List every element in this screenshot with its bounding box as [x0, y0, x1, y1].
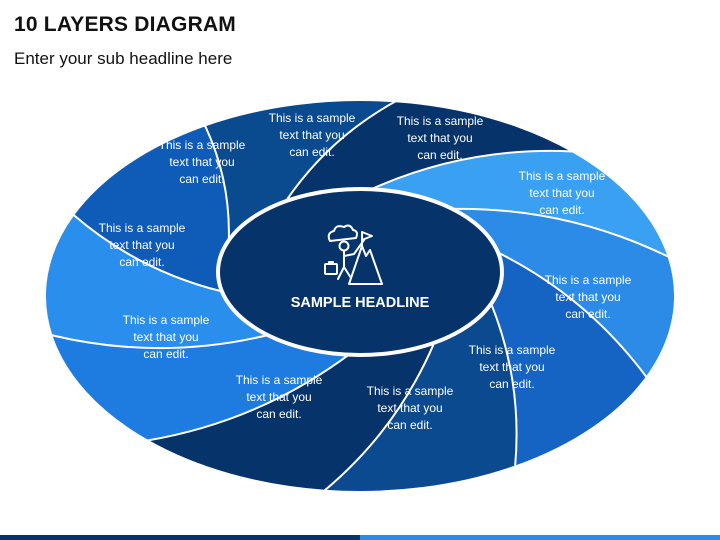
layer-label-line: text that you — [169, 155, 234, 169]
layer-label-line: text that you — [407, 131, 472, 145]
layer-label-6: This is a sample text that you can edit. — [469, 343, 556, 391]
layer-label-line: can edit. — [565, 307, 610, 321]
layer-label-line: can edit. — [539, 203, 584, 217]
layer-label-line: This is a sample — [159, 138, 246, 152]
layer-label-line: This is a sample — [367, 384, 454, 398]
layer-label-line: can edit. — [289, 145, 334, 159]
page-subtitle: Enter your sub headline here — [14, 49, 233, 68]
center-headline: SAMPLE HEADLINE — [291, 295, 430, 311]
layer-label-line: can edit. — [179, 172, 224, 186]
layer-label-line: This is a sample — [123, 313, 210, 327]
layer-label-line: This is a sample — [397, 114, 484, 128]
layer-label-line: This is a sample — [99, 221, 186, 235]
layer-label-line: can edit. — [143, 347, 188, 361]
layer-label-line: This is a sample — [236, 373, 323, 387]
layer-label-line: can edit. — [119, 255, 164, 269]
layer-label-line: text that you — [246, 390, 311, 404]
page-title: 10 LAYERS DIAGRAM — [14, 13, 237, 36]
layer-label-9: This is a sample text that you can edit. — [123, 313, 210, 361]
layer-label-line: can edit. — [489, 377, 534, 391]
layer-label-10: This is a sample text that you can edit. — [99, 221, 186, 269]
layer-label-line: This is a sample — [545, 273, 632, 287]
bottom-accent-bar — [0, 535, 720, 540]
layer-label-line: text that you — [479, 360, 544, 374]
layer-label-line: text that you — [529, 186, 594, 200]
mountain-climber-flag-icon — [324, 224, 383, 285]
diagram-center: SAMPLE HEADLINE — [216, 187, 504, 357]
layer-label-5: This is a sample text that you can edit. — [545, 273, 632, 321]
layer-label-line: This is a sample — [269, 111, 356, 125]
layer-label-line: This is a sample — [519, 169, 606, 183]
layer-label-line: can edit. — [417, 148, 462, 162]
layer-label-line: text that you — [377, 401, 442, 415]
center-ellipse — [216, 187, 504, 357]
layer-label-2: This is a sample text that you can edit. — [269, 111, 356, 159]
layer-label-4: This is a sample text that you can edit. — [519, 169, 606, 217]
layer-label-line: text that you — [555, 290, 620, 304]
layer-label-1: This is a sample text that you can edit. — [159, 138, 246, 186]
layer-label-8: This is a sample text that you can edit. — [236, 373, 323, 421]
layer-label-line: text that you — [109, 238, 174, 252]
layer-label-line: can edit. — [256, 407, 301, 421]
layer-label-line: text that you — [279, 128, 344, 142]
layer-label-line: This is a sample — [469, 343, 556, 357]
layer-label-line: text that you — [133, 330, 198, 344]
layer-label-line: can edit. — [387, 418, 432, 432]
layer-label-3: This is a sample text that you can edit. — [397, 114, 484, 162]
layer-label-7: This is a sample text that you can edit. — [367, 384, 454, 432]
